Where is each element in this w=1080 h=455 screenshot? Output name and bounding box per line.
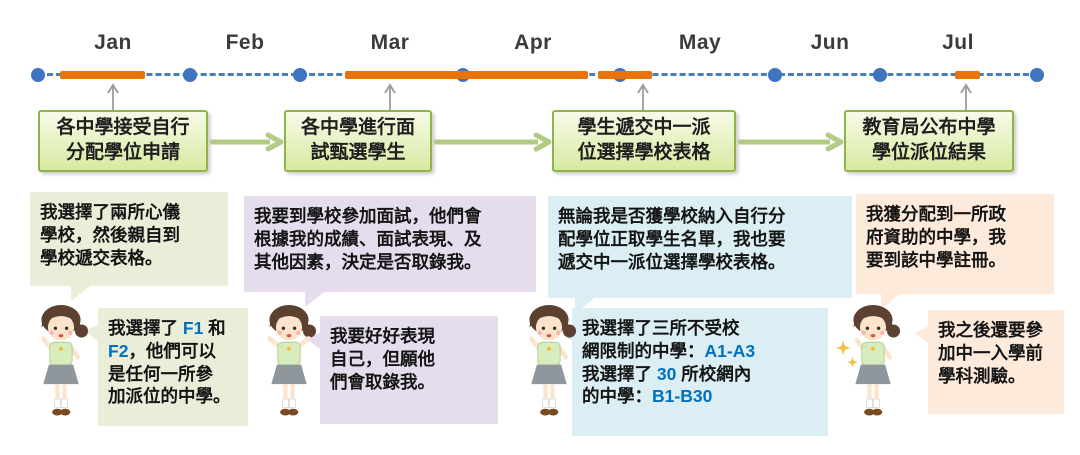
speech-bubble-col4-bottom: 我之後還要參 加中一入學前 學科測驗。	[915, 310, 1064, 414]
timeline-dot	[183, 68, 197, 82]
timeline-active-segment	[598, 70, 652, 79]
school-code-highlight: F1	[182, 318, 204, 338]
month-label-mar: Mar	[370, 31, 410, 54]
timeline-pointer-arrow	[107, 83, 119, 110]
school-code-highlight: B1-B30	[652, 386, 713, 407]
timeline-pointer-arrow	[384, 83, 396, 110]
sparkle-icon	[847, 357, 858, 368]
speech-bubble-col3-bottom: 我選擇了三所不受校 網限制的中學：A1-A3 我選擇了 30 所校網內 的中學：…	[559, 308, 828, 436]
speech-bubble-col1-bottom: 我選擇了 F1 和 F2，他們可以 是任何一所參 加派位的中學。	[85, 308, 248, 426]
month-label-apr: Apr	[514, 31, 552, 54]
timeline-dot	[293, 68, 307, 82]
bubble-text: 無論我是否獲學校納入自行分 配學位正取學生名單，我也要 遞交中一派位選擇學校表格…	[558, 206, 786, 272]
speech-bubble-col2-bottom: 我要好好表現 自己，但願他 們會取錄我。	[307, 316, 498, 424]
timeline-dot	[31, 68, 45, 82]
bubble-text: 我要好好表現 自己，但願他 們會取錄我。	[330, 326, 435, 392]
process-flow-arrow	[210, 132, 284, 152]
process-flow-arrow	[434, 132, 552, 152]
speech-bubble-col3-top: 無論我是否獲學校納入自行分 配學位正取學生名單，我也要 遞交中一派位選擇學校表格…	[548, 196, 852, 313]
timeline-active-segment	[955, 70, 980, 79]
timeline-dot	[873, 68, 887, 82]
month-label-jun: Jun	[810, 31, 850, 54]
student-girl-illustration	[40, 304, 89, 416]
month-label-feb: Feb	[225, 31, 265, 54]
school-code-highlight: F2	[108, 340, 129, 361]
bubble-text: 我之後還要參 加中一入學前 學科測驗。	[938, 320, 1043, 386]
timeline-active-segment	[60, 70, 145, 79]
process-step-box-3: 學生遞交中一派 位選擇學校表格	[552, 110, 736, 172]
process-step-box-4: 教育局公布中學 學位派位結果	[844, 110, 1014, 172]
process-step-box-1: 各中學接受自行 分配學位申請	[38, 110, 208, 172]
timeline-dot	[1030, 68, 1044, 82]
month-label-jan: Jan	[94, 31, 132, 54]
speech-bubble-col2-top: 我要到學校參加面試，他們會 根據我的成績、面試表現、及 其他因素，決定是否取錄我…	[244, 196, 536, 307]
bubble-text: 我獲分配到一所政 府資助的中學，我 要到該中學註冊。	[866, 204, 1006, 270]
school-code-highlight: A1-A3	[704, 340, 756, 361]
bubble-tail	[85, 324, 99, 342]
speech-bubble-col4-top: 我獲分配到一所政 府資助的中學，我 要到該中學註冊。	[856, 194, 1054, 309]
month-label-may: May	[678, 31, 722, 54]
bubble-text: 我選擇了	[108, 318, 183, 338]
timeline-pointer-arrow	[637, 83, 649, 110]
bubble-tail	[915, 326, 929, 344]
process-flow-arrow	[738, 132, 844, 152]
student-girl-illustration	[267, 304, 317, 416]
bubble-text: ，他們可以 是任何一所參 加派位的中學。	[108, 340, 231, 407]
sparkle-icon	[835, 340, 851, 356]
timeline-pointer-arrow	[960, 83, 972, 110]
bubble-text: 所校網內 的中學：	[582, 363, 752, 407]
bubble-text: 和	[208, 318, 226, 338]
month-label-jul: Jul	[942, 31, 974, 54]
speech-bubble-col1-top: 我選擇了兩所心儀 學校，然後親自到 學校遞交表格。	[30, 192, 228, 301]
timeline-dot	[768, 68, 782, 82]
bubble-text: 我選擇了三所不受校 網限制的中學：	[582, 318, 740, 361]
student-girl-illustration	[835, 304, 901, 416]
timeline-active-segment	[345, 70, 588, 79]
process-step-box-2: 各中學進行面 試甄選學生	[284, 110, 432, 172]
bubble-text: 我選擇了	[582, 363, 652, 384]
school-count-highlight: 30	[656, 363, 677, 384]
bubble-text: 我要到學校參加面試，他們會 根據我的成績、面試表現、及 其他因素，決定是否取錄我…	[254, 206, 482, 272]
student-girl-illustration	[528, 304, 577, 416]
bubble-text: 我選擇了兩所心儀 學校，然後親自到 學校遞交表格。	[40, 202, 180, 268]
